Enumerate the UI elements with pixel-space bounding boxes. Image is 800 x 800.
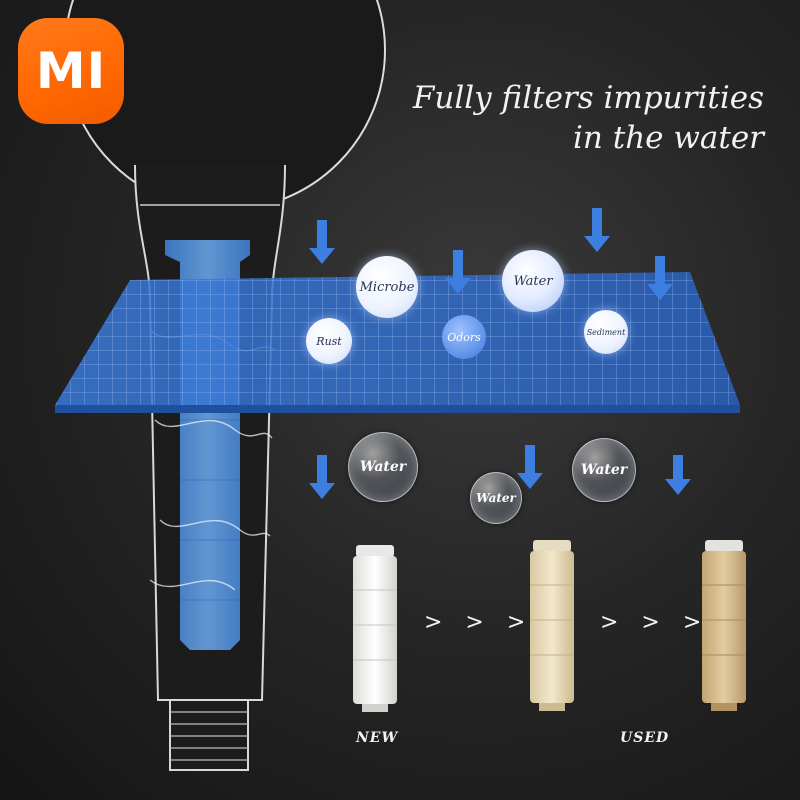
headline: Fully filters impurities in the water <box>413 78 764 158</box>
logo-text: MI <box>35 42 107 100</box>
headline-line-2: in the water <box>573 120 764 156</box>
label-new: NEW <box>356 730 399 746</box>
cartridge-new <box>353 545 397 712</box>
impurity-microbe: Microbe <box>356 256 418 318</box>
impurity-odors: Odors <box>442 315 486 359</box>
water-bubble-top: Water <box>502 250 564 312</box>
progress-arrows-2: > > > <box>600 610 710 635</box>
brand-logo: MI <box>18 18 124 124</box>
filtered-water-bubble-1: Water <box>348 432 418 502</box>
down-arrow-icon <box>309 208 691 499</box>
cartridge-partly-used <box>530 540 574 711</box>
cartridge-used <box>702 540 746 711</box>
label-used: USED <box>620 730 670 746</box>
headline-line-1: Fully filters impurities <box>412 80 764 116</box>
impurity-rust: Rust <box>306 318 352 364</box>
impurity-sediment: Sediment <box>584 310 628 354</box>
filtered-water-bubble-3: Water <box>572 438 636 502</box>
progress-arrows-1: > > > <box>424 610 534 635</box>
filtered-water-bubble-2: Water <box>470 472 522 524</box>
